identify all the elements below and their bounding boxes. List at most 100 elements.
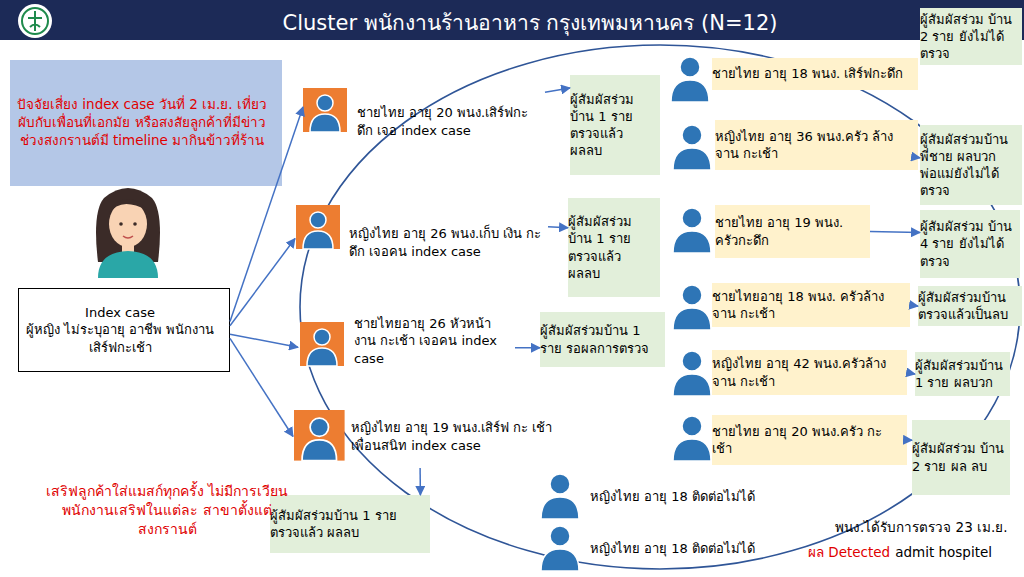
person-icon — [541, 526, 579, 571]
household-contact-box: ผู้สัมผัสร่วมบ้าน พี่ชาย ผลบวก พ่อแม่ยัง… — [920, 125, 1022, 205]
label-group: พนง.ได้รับการตรวจ 23 เม.ย. — [835, 518, 1008, 536]
arrow-connector — [419, 468, 421, 495]
face — [109, 201, 147, 247]
person-icon — [296, 205, 340, 249]
node-text: หญิงไทย อายุ 36 พนง.ครัว ล้างจาน กะเช้า — [715, 128, 913, 162]
node-text: ผู้สัมผัสร่วม บ้าน 2 ราย ผล ลบ — [912, 440, 1005, 474]
arrow-connector — [230, 334, 298, 347]
node-text: ผู้สัมผัสร่วม บ้าน 1 ราย ตรวจแล้ว ผลลบ — [570, 91, 655, 160]
person-icon — [673, 285, 711, 330]
arrow-connector — [907, 439, 912, 441]
staff-case: ชายไทยอายุ 26 หัวหน้างาน กะเช้า เจอคน in… — [298, 310, 515, 372]
node-text: ชายไทย อายุ 20 พนง.ครัว กะเช้า — [712, 423, 902, 457]
node-text: ผู้สัมผัสร่วมบ้าน 1 ราย รอผลการตรวจ — [540, 322, 660, 356]
logo-disc — [18, 4, 52, 38]
arrow-connector — [515, 347, 540, 349]
node-text: ชายไทย อายุ 19 พนง. ครัวกะดึก — [715, 214, 865, 248]
node-text: ชายไทยอายุ 18 พนง. ครัวล้าง จาน กะเช้า — [712, 288, 905, 322]
result-text: ผล Detected — [808, 543, 890, 561]
node-text: ผู้สัมผัสร่วมบ้าน 1 ราย ตรวจแล้ว ผลลบ — [270, 507, 425, 541]
node-text: หญิงไทย อายุ 19 พนง.เสิร์ฟ กะ เช้า เพื่อ… — [351, 419, 555, 453]
person-icon — [673, 125, 711, 170]
logo-ring — [22, 8, 48, 34]
node-text: ผู้สัมผัสร่วม บ้าน 4 ราย ยังไม่ได้ตรวจ — [920, 218, 1015, 269]
person-icon — [671, 57, 709, 102]
arrow-connector — [918, 157, 920, 159]
title: Cluster พนักงานร้านอาหาร กรุงเทพมหานคร (… — [60, 6, 1000, 39]
household-contact-box: ผู้สัมผัสร่วม บ้าน 1 ราย ตรวจแล้ว ผลลบ — [570, 75, 660, 175]
person-icon — [673, 351, 711, 396]
person-icon — [673, 416, 711, 461]
node-text: ผู้หญิง ไม่ระบุอายุ อาชีพ พนักงานเสิร์ฟก… — [19, 321, 221, 355]
node-text: หญิงไทย อายุ 26 พนง.เก็บ เงิน กะดึก เจอค… — [349, 225, 543, 259]
arrow-connector — [545, 88, 570, 92]
staff-case-box: ชายไทย อายุ 20 พนง.ครัว กะเช้า — [712, 415, 907, 465]
household-contact-box: ผู้สัมผัสร่วม บ้าน 4 ราย ยังไม่ได้ตรวจ — [920, 210, 1020, 278]
logo — [18, 4, 52, 38]
staff-case-box: หญิงไทย อายุ 42 พนง.ครัวล้าง จาน กะเช้า — [712, 350, 907, 395]
household-contact-box: ผู้สัมผัสร่วมบ้าน ตรวจแล้วเป็นลบ — [918, 286, 1022, 326]
node-text: หญิงไทย อายุ 18 ติดต่อไม่ได้ — [590, 488, 768, 505]
woman-illustration — [96, 188, 160, 278]
fringe — [109, 199, 147, 214]
node-text: ผู้สัมผัสร่วมบ้าน 1 ราย ผลบวก — [915, 357, 1005, 391]
staff-case: ชายไทย อายุ 20 พนง.เสิร์ฟกะดึก เจอ index… — [303, 85, 545, 158]
household-contact-box: ผู้สัมผัสร่วม บ้าน 1 ราย ตรวจแล้ว ผลลบ — [568, 198, 660, 297]
node-text: ผู้สัมผัสร่วม บ้าน 1 ราย ตรวจแล้ว ผลลบ — [568, 213, 655, 282]
person-icon — [303, 88, 347, 132]
node-text: ผู้สัมผัสร่วม บ้าน 2 ราย ยังไม่ได้ตรวจ — [920, 11, 1017, 62]
arrow-connector — [907, 373, 915, 375]
node-text: ชายไทยอายุ 26 หัวหน้างาน กะเช้า เจอคน in… — [354, 315, 510, 366]
person-icon — [541, 474, 579, 519]
arrow-connector — [910, 305, 918, 306]
arrow-connector — [230, 107, 303, 322]
staff-case: หญิงไทย อายุ 18 ติดต่อไม่ได้ — [538, 524, 773, 574]
hair — [96, 188, 160, 262]
node-text: ปัจจัยเสี่ยง index case วันที่ 2 เม.ย. เ… — [10, 96, 274, 149]
staff-case-box: หญิงไทย อายุ 36 พนง.ครัว ล้างจาน กะเช้า — [715, 120, 918, 170]
note-text: เสริฟลูกค้าใส่แมสก์ทุกครั้ง ไม่มีการเวีย… — [38, 482, 296, 539]
person-icon — [300, 322, 344, 366]
arrow-connector — [230, 239, 295, 326]
risk-factor-box: ปัจจัยเสี่ยง index case วันที่ 2 เม.ย. เ… — [10, 60, 282, 186]
label-group: ผล Detected admit hospitel — [808, 543, 992, 561]
logo-mark — [28, 11, 42, 31]
node-text: ชายไทย อายุ 18 พนง. เสิร์ฟกะดึก — [712, 65, 913, 82]
staff-case: หญิงไทย อายุ 18 ติดต่อไม่ได้ — [538, 472, 773, 522]
eye — [119, 222, 123, 226]
note-text: พนง.ได้รับการตรวจ 23 เม.ย. — [835, 518, 1008, 536]
staff-case: หญิงไทย อายุ 19 พนง.เสิร์ฟ กะ เช้า เพื่อ… — [293, 405, 560, 468]
staff-case-box: ชายไทย อายุ 19 พนง. ครัวกะดึก — [715, 205, 870, 258]
node-text: ชายไทย อายุ 20 พนง.เสิร์ฟกะดึก เจอ index… — [357, 104, 540, 138]
node-text: ผู้สัมผัสร่วมบ้าน ตรวจแล้วเป็นลบ — [918, 289, 1017, 323]
household-contact-box: ผู้สัมผัสร่วม บ้าน 2 ราย ยังไม่ได้ตรวจ — [920, 8, 1022, 65]
node-text: Index case — [19, 304, 221, 321]
node-text: ผู้สัมผัสร่วมบ้าน พี่ชาย ผลบวก พ่อแม่ยัง… — [920, 131, 1017, 200]
household-contact-box: ผู้สัมผัสร่วมบ้าน 1 ราย ตรวจแล้ว ผลลบ — [270, 495, 430, 553]
household-contact-box: ผู้สัมผัสร่วมบ้าน 1 ราย ผลบวก — [915, 352, 1010, 396]
node-text: หญิงไทย อายุ 42 พนง.ครัวล้าง จาน กะเช้า — [712, 355, 902, 389]
arrow-connector — [548, 227, 568, 228]
title-banner — [0, 0, 1024, 40]
person-icon — [294, 410, 345, 461]
mouth — [123, 236, 133, 238]
index-case-box: Index caseผู้หญิง ไม่ระบุอายุ อาชีพ พนัก… — [18, 288, 230, 372]
staff-case-box: ชายไทย อายุ 18 พนง. เสิร์ฟกะดึก — [712, 58, 918, 90]
eye — [133, 222, 137, 226]
arrow-connector — [230, 338, 293, 436]
person-icon — [673, 208, 711, 253]
node-text: หญิงไทย อายุ 18 ติดต่อไม่ได้ — [590, 540, 768, 557]
label-group: เสริฟลูกค้าใส่แมสก์ทุกครั้ง ไม่มีการเวีย… — [38, 482, 296, 539]
result-text: admit hospitel — [895, 543, 992, 561]
connector-group — [230, 88, 920, 495]
household-contact-box: ผู้สัมผัสร่วมบ้าน 1 ราย รอผลการตรวจ — [540, 312, 665, 367]
staff-case-box: ชายไทยอายุ 18 พนง. ครัวล้าง จาน กะเช้า — [712, 283, 910, 327]
cluster-ellipse — [300, 45, 1020, 569]
shirt — [98, 251, 158, 278]
arrow-connector — [870, 231, 920, 233]
staff-case: หญิงไทย อายุ 26 พนง.เก็บ เงิน กะดึก เจอค… — [295, 203, 548, 282]
household-contact-box: ผู้สัมผัสร่วม บ้าน 2 ราย ผล ลบ — [912, 420, 1010, 495]
